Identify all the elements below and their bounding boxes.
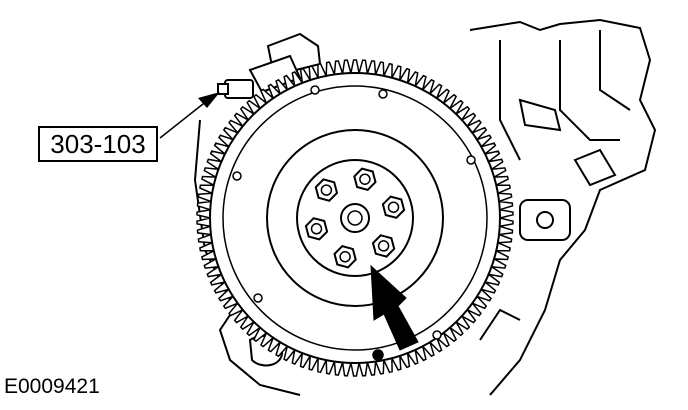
flywheel-bolts: [304, 167, 406, 269]
flywheel-bolt-center: [310, 223, 323, 235]
flywheel-bolt-center: [377, 240, 390, 252]
flywheel-bolt-center: [387, 201, 400, 213]
figure-id: E0009421: [4, 375, 100, 398]
tool-callout-box: [38, 126, 158, 162]
flywheel-holes: [232, 85, 476, 361]
tool-bracket: [217, 32, 322, 99]
flywheel-bolt-center: [359, 173, 371, 185]
bolt-indicator-arrow: [370, 264, 419, 351]
flywheel-bolt-center: [339, 251, 351, 263]
flywheel-hub-face: [296, 159, 414, 277]
tool-callout-label: 303-103: [50, 129, 146, 159]
flywheel-inner-rim: [222, 85, 488, 351]
tool-pointer-arrow: [159, 92, 220, 139]
flywheel-bolt-center: [320, 184, 333, 196]
crankshaft-bore: [347, 210, 363, 226]
flywheel-hub-ring: [266, 129, 444, 307]
